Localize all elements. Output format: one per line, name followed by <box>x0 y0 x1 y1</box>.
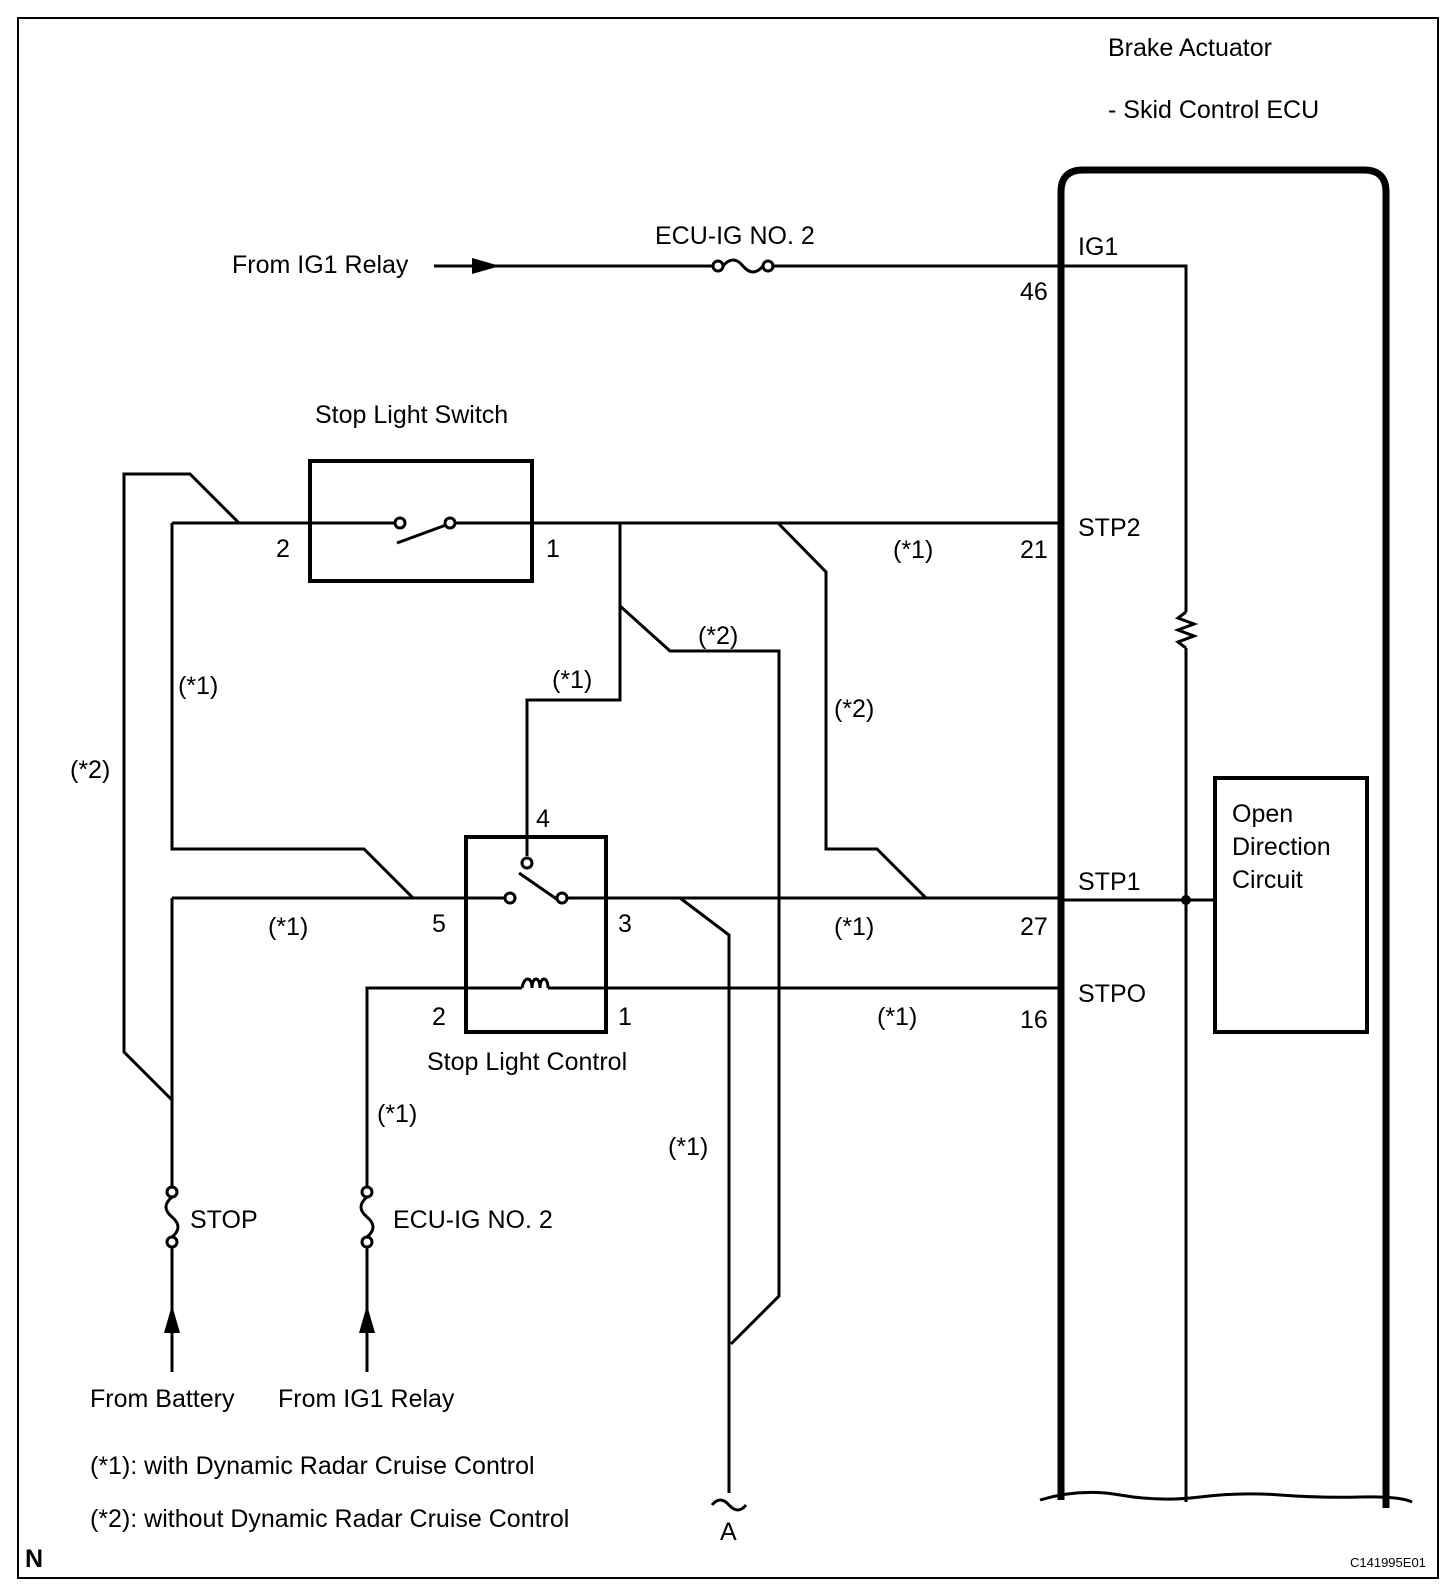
from-battery-label: From Battery <box>90 1385 235 1413</box>
ecu-ig-fuse-element <box>359 1195 375 1239</box>
ecu-block-outline <box>1057 166 1390 1508</box>
slc-pin-4: 4 <box>536 805 550 833</box>
tag-mid-v2: (*2) <box>698 622 738 650</box>
stop-fuse-label: STOP <box>190 1206 258 1234</box>
diagram-frame <box>17 17 1439 1579</box>
wire-left-v1-loop <box>170 523 415 900</box>
tag-right-v2: (*2) <box>834 695 874 723</box>
tag-stp2-v1: (*1) <box>893 536 933 564</box>
wire-left-v2-bypass <box>122 472 241 1102</box>
stop-light-control-label: Stop Light Control <box>427 1048 627 1076</box>
pin-stpo-number: 16 <box>1020 1006 1048 1034</box>
top-fuse-terminal-left <box>711 259 725 273</box>
tag-pin4-v1: (*1) <box>552 666 592 694</box>
open-direction-circuit-line2: Direction <box>1232 833 1331 861</box>
stop-light-control-box <box>464 835 608 1034</box>
connector-a-tilde <box>710 1498 748 1512</box>
stop-fuse-terminal-bottom <box>165 1235 179 1249</box>
slc-switch-blade <box>518 871 559 902</box>
slc-relay-coil <box>520 977 550 989</box>
pin-stp1-label: STP1 <box>1078 868 1141 896</box>
open-direction-circuit-line1: Open <box>1232 800 1293 828</box>
wire-pin3-to-a <box>679 896 731 1493</box>
wire-v2-to-a <box>618 604 781 1346</box>
sls-pin-left: 2 <box>276 535 290 563</box>
pin-ig1-number: 46 <box>1020 278 1048 306</box>
figure-code: C141995E01 <box>1350 1555 1426 1570</box>
legend-line-2: (*2): without Dynamic Radar Cruise Contr… <box>90 1505 569 1533</box>
legend-line-1: (*1): with Dynamic Radar Cruise Control <box>90 1452 535 1480</box>
slc-pin-2: 2 <box>432 1003 446 1031</box>
slc-pin-5: 5 <box>432 910 446 938</box>
top-fuse-terminal-right <box>761 259 775 273</box>
ig1-arrow <box>359 1305 375 1333</box>
connector-a-label: A <box>720 1518 737 1546</box>
slc-pin-3: 3 <box>618 910 632 938</box>
pin-stp1-number: 27 <box>1020 913 1048 941</box>
sls-contact-right <box>443 516 457 530</box>
tag-stpo-v1: (*1) <box>877 1003 917 1031</box>
open-direction-circuit-line3: Circuit <box>1232 866 1303 894</box>
tag-left-v2: (*2) <box>70 756 110 784</box>
slc-contact-5 <box>503 891 517 905</box>
from-ig1-relay-label: From IG1 Relay <box>278 1385 455 1413</box>
top-feed-arrow <box>472 258 500 274</box>
ecu-block-cut-line <box>1039 1490 1413 1504</box>
pin-ig1-label: IG1 <box>1078 233 1118 261</box>
sls-pin-right: 1 <box>546 535 560 563</box>
battery-arrow <box>164 1305 180 1333</box>
tag-left-v1: (*1) <box>178 672 218 700</box>
ecu-title-line2: - Skid Control ECU <box>1108 96 1319 124</box>
tag-ecu-feed-v1: (*1) <box>377 1100 417 1128</box>
slc-contact-4 <box>520 856 534 870</box>
top-fuse-element <box>721 258 765 274</box>
stop-fuse-element <box>164 1195 180 1239</box>
slc-contact-3 <box>555 891 569 905</box>
slc-pin-1: 1 <box>618 1003 632 1031</box>
corner-letter: N <box>25 1545 43 1573</box>
ecu-ig-fuse-terminal-bottom <box>360 1235 374 1249</box>
top-from-ig1-relay-label: From IG1 Relay <box>232 251 409 279</box>
ecu-pullup-resistor <box>1173 610 1199 650</box>
ecu-ig-fuse-label: ECU-IG NO. 2 <box>393 1206 553 1234</box>
tag-stp1-left-v1: (*1) <box>268 913 308 941</box>
wire-pin4-v1 <box>525 523 622 856</box>
stpo-line <box>365 986 522 1100</box>
top-fuse-label: ECU-IG NO. 2 <box>655 222 815 250</box>
ecu-ig-fuse-terminal-top <box>360 1185 374 1199</box>
sls-contact-left <box>393 516 407 530</box>
stop-light-switch-label: Stop Light Switch <box>315 401 508 429</box>
stop-fuse-terminal-top <box>165 1185 179 1199</box>
ecu-ig1-internal-wire <box>1061 264 1188 612</box>
pin-stp2-number: 21 <box>1020 536 1048 564</box>
sls-switch-blade <box>396 523 447 545</box>
open-direction-circuit-box <box>1213 776 1369 1034</box>
stop-light-switch-box <box>308 459 534 583</box>
wire-stp2-stp1-v2 <box>776 521 928 900</box>
pin-stpo-label: STPO <box>1078 980 1146 1008</box>
tag-to-a-v1: (*1) <box>668 1133 708 1161</box>
tag-stp1-right-v1: (*1) <box>834 913 874 941</box>
pin-stp2-label: STP2 <box>1078 514 1141 542</box>
ecu-title-line1: Brake Actuator <box>1108 34 1272 62</box>
